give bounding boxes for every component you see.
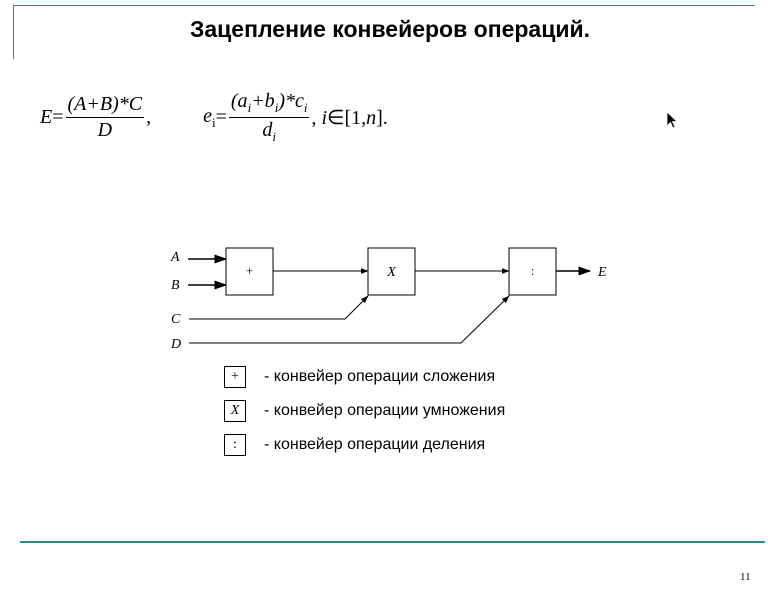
output-label-e: E xyxy=(597,265,607,280)
formula-e-lhs: E xyxy=(40,106,53,128)
formulas: E= (A+B)*C D , ei= (ai+bi)*ci di , i∈[1,… xyxy=(40,90,388,145)
legend-box-div: : xyxy=(224,433,246,456)
legend: + - конвейер операции сложения X - конве… xyxy=(224,365,505,467)
legend-text-mul: - конвейер операции умножения xyxy=(264,401,506,419)
formula-e-comma: , xyxy=(146,106,152,128)
input-label-b: B xyxy=(171,278,180,293)
input-label-d: D xyxy=(170,337,181,352)
legend-item-mul: X - конвейер операции умножения xyxy=(224,399,505,422)
arrow-d-to-div xyxy=(189,295,510,344)
formula-e-fraction: (A+B)*C D xyxy=(65,93,145,142)
input-label-c: C xyxy=(171,312,181,327)
frame-bottom-line xyxy=(20,541,765,543)
formula-ei-equals: = xyxy=(215,106,227,128)
legend-item-add: + - конвейер операции сложения xyxy=(224,365,505,388)
formula-ei-lhs: ei xyxy=(203,104,216,130)
formula-e-numerator: (A+B)*C xyxy=(65,93,145,118)
formula-ei-fraction: (ai+bi)*ci di xyxy=(228,90,310,145)
formula-ei-range: , i∈[1,n]. xyxy=(311,107,388,129)
block-mul xyxy=(367,247,416,296)
legend-text-add: - конвейер операции сложения xyxy=(264,367,496,385)
block-mul-symbol: X xyxy=(386,265,396,280)
page-number: 11 xyxy=(740,571,751,583)
slide-title: Зацепление конвейеров операций. xyxy=(189,16,591,42)
legend-box-add: + xyxy=(224,365,246,388)
block-add-symbol: + xyxy=(246,263,253,278)
block-add xyxy=(225,247,274,296)
formula-ei-denominator: di xyxy=(262,119,276,144)
legend-text-div: - конвейер операции деления xyxy=(264,435,486,453)
input-label-a: A xyxy=(170,250,180,265)
arrow-c-to-mul xyxy=(189,295,369,320)
block-div-symbol: : xyxy=(531,263,535,278)
formula-ei-numerator: (ai+bi)*ci xyxy=(228,90,310,118)
mouse-cursor-icon xyxy=(666,111,679,129)
frame-left-line xyxy=(13,5,14,59)
legend-box-mul: X xyxy=(224,399,246,422)
formula-e-denominator: D xyxy=(97,119,113,141)
legend-item-div: : - конвейер операции деления xyxy=(224,433,505,456)
formula-e-equals: = xyxy=(52,106,64,128)
frame-top-line xyxy=(13,5,755,6)
